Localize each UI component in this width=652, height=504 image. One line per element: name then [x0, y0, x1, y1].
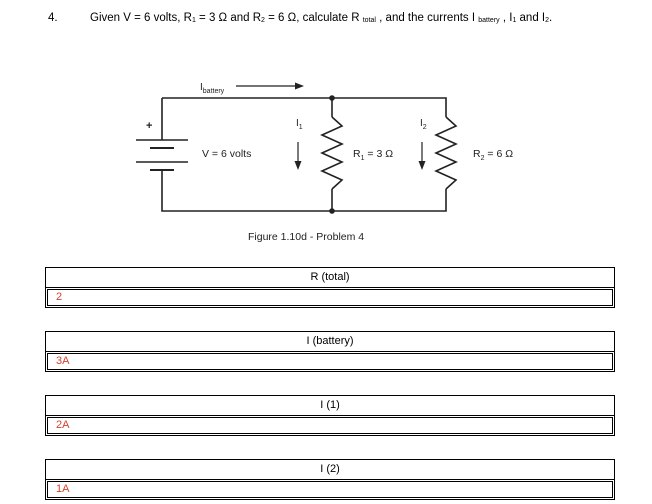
- i1-label: I1: [296, 118, 303, 131]
- r2-label: R2 = 6 Ω: [473, 148, 513, 162]
- answer-value: 3A: [56, 355, 70, 367]
- answer-header: I (1): [46, 396, 614, 416]
- answer-table-i-battery: I (battery) 3A: [45, 331, 615, 372]
- subscript: 1: [191, 17, 196, 24]
- question-text: Given V = 6 volts, R1 = 3 Ω and R2 = 6 Ω…: [90, 12, 552, 24]
- subscript: battery: [478, 17, 500, 24]
- r1-resistor: [320, 116, 344, 190]
- r1-label: R1 = 3 Ω: [353, 148, 393, 162]
- question-text-part: , I: [499, 12, 513, 24]
- answer-table-r-total: R (total) 2: [45, 267, 615, 308]
- answer-header: I (2): [46, 460, 614, 480]
- question-text-part: Given V = 6 volts, R: [90, 12, 192, 24]
- question-text-part: = 3 Ω and R: [195, 12, 262, 24]
- answer-header: I (battery): [46, 332, 614, 352]
- answer-value: 1A: [56, 483, 70, 495]
- subscript: 2: [545, 17, 550, 24]
- answer-cell[interactable]: 1A: [47, 481, 613, 498]
- answer-header: R (total): [46, 268, 614, 288]
- i1-arrowhead: [294, 161, 302, 170]
- r2-resistor: [434, 116, 458, 190]
- junction-bottom: [329, 208, 335, 214]
- ibattery-label: Ibattery: [200, 82, 225, 95]
- figure-caption: Figure 1.10d - Problem 4: [248, 231, 364, 243]
- battery-plus-sign: +: [146, 120, 152, 132]
- bottom-wire: [161, 170, 447, 212]
- answer-cell[interactable]: 2: [47, 289, 613, 306]
- answer-table-i2: I (2) 1A: [45, 459, 615, 500]
- i2-label: I2: [420, 118, 427, 131]
- voltage-label: V = 6 volts: [202, 148, 251, 160]
- subscript: total: [362, 17, 376, 24]
- answer-value: 2A: [56, 419, 70, 431]
- subscript: 1: [512, 17, 517, 24]
- question-text-part: , and the currents I: [375, 12, 479, 24]
- circuit-diagram: Ibattery + V = 6 volts I1 I2 R1 = 3 Ω R2…: [136, 82, 513, 243]
- question-text-part: = 6 Ω, calculate R: [264, 12, 363, 24]
- subscript: 2: [261, 17, 265, 24]
- i2-arrowhead: [418, 161, 426, 170]
- junction-top: [329, 95, 335, 101]
- answer-table-i1: I (1) 2A: [45, 395, 615, 436]
- answer-value: 2: [56, 291, 63, 303]
- top-wire: [161, 97, 447, 140]
- question-text-part: and I: [516, 12, 546, 24]
- question-text-part: .: [549, 12, 553, 24]
- ibattery-arrowhead: [295, 82, 304, 90]
- question-number: 4.: [48, 12, 58, 24]
- answer-cell[interactable]: 3A: [47, 353, 613, 370]
- answer-cell[interactable]: 2A: [47, 417, 613, 434]
